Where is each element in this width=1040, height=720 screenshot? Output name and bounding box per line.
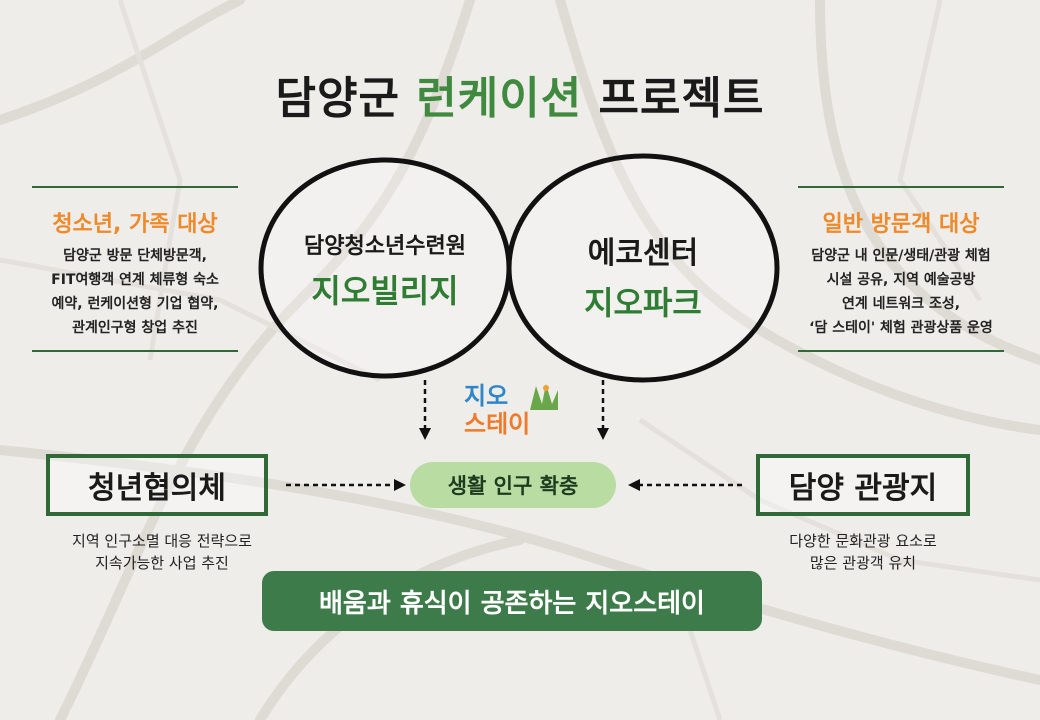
- title-accent: 런케이션: [416, 73, 583, 124]
- left-panel-line: 담양군 방문 단체방문객,: [63, 248, 207, 264]
- left-panel-body: 담양군 방문 단체방문객, FIT여행객 연계 체류형 숙소 예약, 런케이션형…: [22, 244, 248, 340]
- logo-line2: 스테이: [464, 410, 531, 438]
- leaf-icon: [530, 384, 558, 410]
- right-box: 담양 관광지: [756, 454, 970, 516]
- title-part1: 담양군: [275, 73, 400, 124]
- left-panel-line: 예약, 런케이션형 기업 협약,: [51, 296, 219, 312]
- right-panel-body: 담양군 내 인문/생태/관광 체험 시설 공유, 지역 예술공방 연계 네트워크…: [788, 244, 1014, 340]
- right-panel-bottom-rule: [798, 350, 1004, 352]
- right-panel-line: 시설 공유, 지역 예술공방: [826, 272, 976, 288]
- left-box-note-line: 지역 인구소멸 대응 전략으로: [72, 532, 252, 550]
- circle-right: [506, 153, 780, 383]
- circle-right-name: 지오파크: [584, 284, 702, 322]
- right-panel-line: 담양군 내 인문/생태/관광 체험: [811, 248, 991, 264]
- circle-left-name: 지오빌리지: [311, 272, 459, 310]
- left-panel-line: FIT여행객 연계 체류형 숙소: [51, 272, 219, 288]
- arrowhead-left-center: [394, 479, 406, 491]
- left-box: 청년협의체: [46, 454, 268, 516]
- left-box-label: 청년협의체: [88, 471, 226, 506]
- right-panel-line: ‘담 스테이' 체험 관광상품 운영: [809, 320, 993, 336]
- right-box-note-line: 다양한 문화관광 요소로: [789, 532, 937, 550]
- right-box-note: 다양한 문화관광 요소로 많은 관광객 유치: [734, 530, 992, 574]
- circle-right-subtitle: 에코센터: [587, 236, 699, 271]
- left-panel-bottom-rule: [32, 350, 238, 352]
- center-pill: 생활 인구 확충: [410, 462, 616, 508]
- circle-right-content: 에코센터 지오파크: [535, 228, 751, 324]
- title-part2: 프로젝트: [598, 73, 765, 124]
- left-panel-top-rule: [32, 186, 238, 188]
- right-panel-line: 연계 네트워크 조성,: [841, 296, 961, 312]
- right-panel-top-rule: [798, 186, 1004, 188]
- left-box-note-line: 지속가능한 사업 추진: [95, 554, 229, 572]
- right-panel-heading: 일반 방문객 대상: [822, 212, 980, 237]
- left-panel-line: 관계인구형 창업 추진: [72, 320, 198, 336]
- page-title: 담양군 런케이션 프로젝트: [0, 62, 1040, 126]
- arrowhead-right-center: [628, 479, 640, 491]
- left-panel-heading: 청소년, 가족 대상: [52, 212, 218, 237]
- circle-left-content: 담양청소년수련원 지오빌리지: [275, 228, 495, 312]
- arrowhead-left-down: [419, 428, 431, 440]
- right-box-note-line: 많은 관광객 유치: [809, 554, 917, 572]
- geostay-logo: 지오 스테이: [456, 380, 576, 442]
- left-box-note: 지역 인구소멸 대응 전략으로 지속가능한 사업 추진: [20, 530, 304, 574]
- bottom-banner: 배움과 휴식이 공존하는 지오스테이: [262, 571, 762, 631]
- circle-left-subtitle: 담양청소년수련원: [304, 234, 466, 259]
- arrowhead-right-down: [597, 428, 609, 440]
- right-box-label: 담양 관광지: [788, 471, 938, 506]
- logo-line1: 지오: [464, 382, 509, 410]
